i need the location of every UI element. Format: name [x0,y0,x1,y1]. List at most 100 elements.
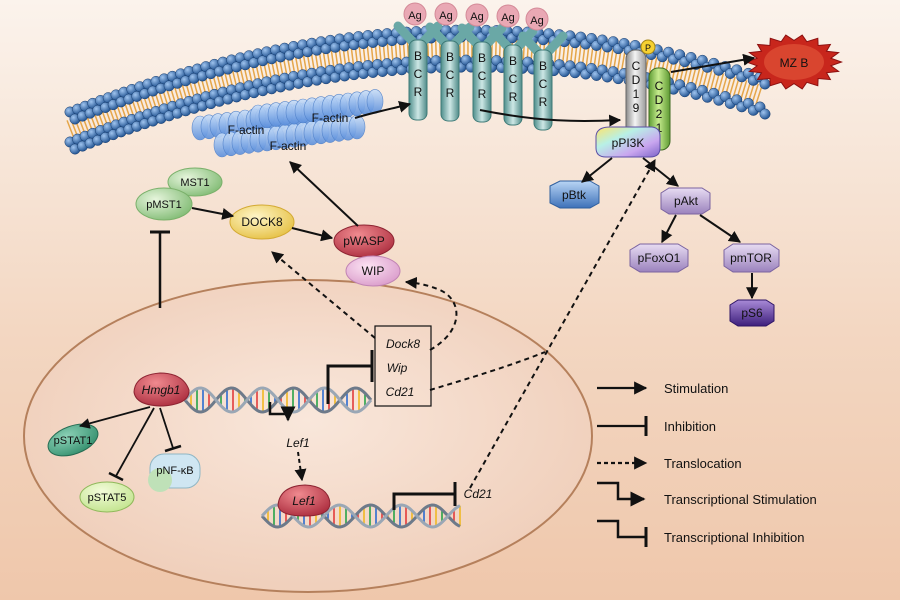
svg-text:pMST1: pMST1 [146,199,181,211]
bcr-label: C [509,72,518,86]
cd21-gene-label: Cd21 [464,487,493,501]
pnfkb-protein: pNF-κB [148,453,201,492]
bcr-label: R [414,85,423,99]
svg-text:D: D [632,73,641,87]
svg-text:1: 1 [633,87,640,101]
lef1-protein: Lef1 [277,484,331,517]
legend-inhibition-label: Inhibition [664,419,716,434]
hmgb1-inhibits-pnfkb [159,407,174,449]
hmgb1-to-pstat1-arrow [78,406,151,429]
cd21-to-mzb-arrow [670,53,756,73]
bcr-label: R [539,95,548,109]
mzb-label: MZ B [780,56,809,70]
phospho-label: P [645,43,651,53]
legend-transcriptional-inhibition-label: Transcriptional Inhibition [664,530,804,545]
cd21-translocation [429,351,546,391]
ppi3k-to-pbtk-arrow [581,157,613,183]
ps6-protein: pS6 [729,299,775,327]
pstat5-protein: pSTAT5 [79,481,135,513]
bcr-label: C [414,67,423,81]
svg-text:pSTAT5: pSTAT5 [88,492,127,504]
gene-dock8: Dock8 [386,337,420,351]
transcriptional-inhibition-targets [326,364,372,404]
svg-text:DOCK8: DOCK8 [241,215,283,229]
bcr-to-cd19-arrow [479,109,622,127]
legend-transcriptional-inhibition-icon [597,519,646,539]
bcr-label: B [414,49,422,63]
antigen-label: Ag [439,10,452,22]
svg-text:MST1: MST1 [180,177,209,189]
f-actin-label: F-actin [312,111,349,125]
f-actin-filaments: F-actin F-actin F-actin [191,89,384,158]
pmst1-to-dock8-arrow [191,207,235,220]
pakt-to-pfoxo1-arrow [661,214,677,244]
bcr-label: B [509,54,517,68]
svg-text:D: D [655,93,664,107]
bcr-label: C [446,68,455,82]
pakt-protein: pAkt [660,187,711,215]
dock8-translocation [271,251,376,339]
actin-to-bcr-arrow [354,100,412,119]
svg-text:pBtk: pBtk [562,188,587,202]
bcr-label: R [446,86,455,100]
antigens: Ag Ag Ag Ag Ag [403,2,549,31]
wip-protein: WIP [345,255,401,287]
hmgb1-protein: Hmgb1 [133,372,190,407]
svg-text:WIP: WIP [362,264,385,278]
svg-text:2: 2 [656,107,663,121]
legend: Stimulation Inhibition Translocation Tra… [597,381,817,547]
svg-text:pSTAT1: pSTAT1 [54,435,93,447]
f-actin-label: F-actin [270,139,307,153]
svg-text:pmTOR: pmTOR [730,251,772,265]
legend-transcriptional-stimulation-label: Transcriptional Stimulation [664,492,817,507]
bcr-label: B [539,59,547,73]
lef1-inhibits-cd21 [392,492,455,510]
gene-cd21: Cd21 [386,385,415,399]
f-actin-label: F-actin [228,123,265,137]
pakt-to-pmtor-arrow [699,214,741,243]
svg-text:pS6: pS6 [741,306,763,320]
gene-wip: Wip [387,361,408,375]
lef1-gene-label: Lef1 [286,436,309,450]
bcr-label: R [509,90,518,104]
legend-stimulation-label: Stimulation [664,381,728,396]
dock8-to-pwasp-arrow [291,227,334,242]
cd19-receptor: C D 1 9 P [625,39,656,143]
dock8-protein: DOCK8 [229,204,295,240]
bcr-label: C [478,69,487,83]
ppi3k-protein: pPI3K [595,126,661,158]
bcr-label: B [478,51,486,65]
hmgb1-inhibits-pstat5 [115,407,155,477]
antigen-label: Ag [408,10,421,22]
membrane-tails [66,38,764,140]
target-gene-box: Dock8 Wip Cd21 [374,325,432,407]
svg-text:pWASP: pWASP [343,234,385,248]
svg-text:pFoxO1: pFoxO1 [638,251,681,265]
svg-text:Hmgb1: Hmgb1 [142,383,181,397]
antigen-label: Ag [530,15,543,27]
transcriptional-stimulation-lef1 [268,402,296,422]
svg-text:pAkt: pAkt [674,194,699,208]
svg-text:9: 9 [633,101,640,115]
svg-text:1: 1 [656,121,663,135]
bcr-label: R [478,87,487,101]
lef1-translocation [294,451,307,482]
pwasp-protein: pWASP [333,224,395,258]
mst1-protein: MST1 [167,167,223,197]
svg-text:C: C [655,79,664,93]
pfoxo1-protein: pFoxO1 [629,243,689,273]
antigen-label: Ag [470,11,483,23]
antigen-label: Ag [501,12,514,24]
pwasp-to-factin-arrow [289,161,359,227]
mzb-cell: MZ B [745,34,843,90]
pstat1-protein: pSTAT1 [47,423,99,457]
wip-translocation [404,276,458,351]
svg-text:pPI3K: pPI3K [612,136,645,150]
pmtor-protein: pmTOR [723,243,780,273]
pmst1-protein: pMST1 [135,187,193,221]
svg-text:C: C [632,59,641,73]
bcr-label: B [446,50,454,64]
